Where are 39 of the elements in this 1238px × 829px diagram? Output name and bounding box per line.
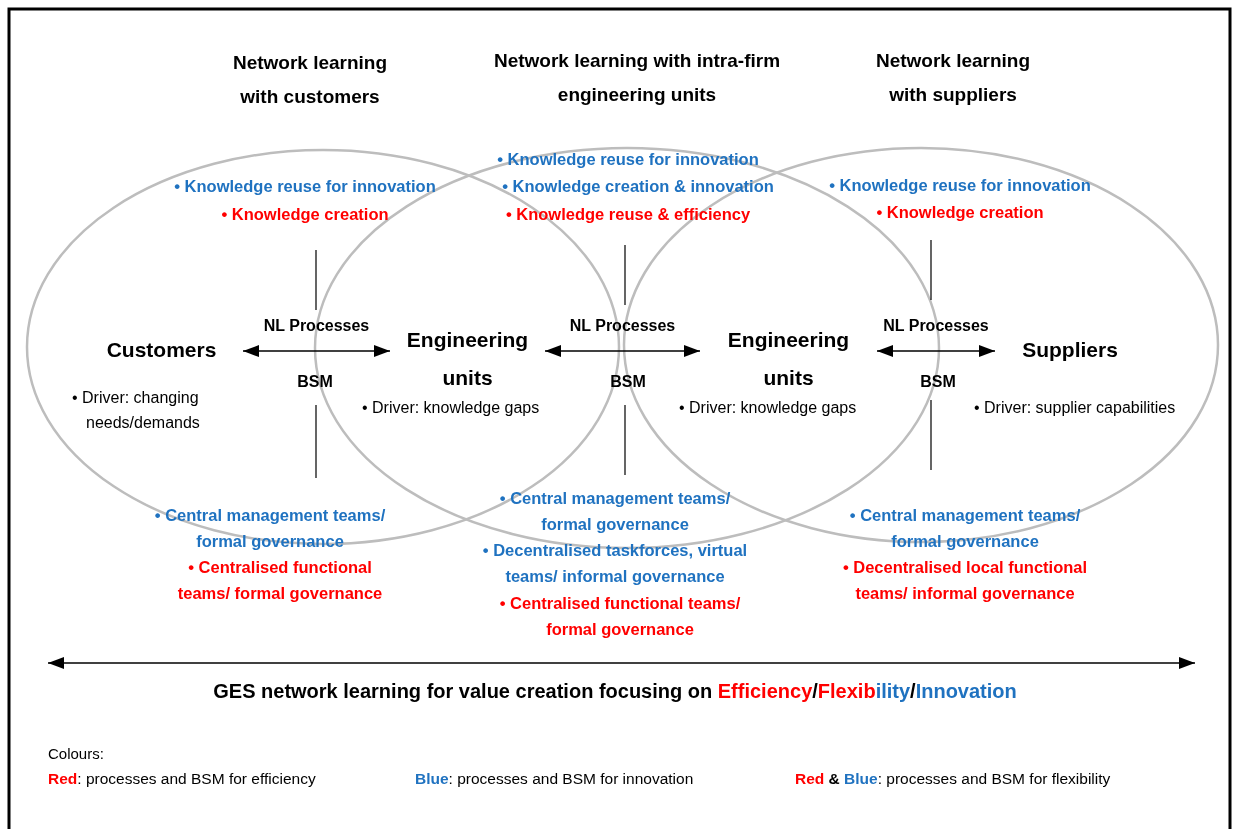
column-heading: Network learning with customers <box>231 51 389 109</box>
bullet-item: • Knowledge reuse & efficiency <box>504 204 752 225</box>
entity-heading: Engineering units <box>700 320 877 398</box>
legend-entry: Red & Blue: processes and BSM for flexibility <box>795 770 1111 788</box>
bullet-item: • Centralised functional teams/ formal governance <box>176 557 384 604</box>
bullet-item: • Knowledge reuse for innovation <box>173 176 437 197</box>
bullet-item: • Knowledge reuse for innovation <box>496 149 760 170</box>
bullet-item: • Centralised functional teams/ formal governance <box>498 593 742 640</box>
arrow-label: BSM <box>919 372 957 392</box>
bullet-item: • Central management teams/ formal governance <box>153 505 387 552</box>
entity-heading: Customers <box>80 330 243 370</box>
edge-label: NL Processes <box>882 317 990 335</box>
bullet-item: • Decentralised local functional teams/ informal governance <box>841 557 1089 604</box>
column-heading: Network learning with intra-firm engineering units <box>492 49 782 107</box>
double-arrow <box>242 345 391 357</box>
bullet-item: • Knowledge reuse for innovation <box>828 175 1092 196</box>
edge-label: NL Processes <box>262 317 371 335</box>
bullet-item: • Central management teams/ formal governance <box>498 488 732 535</box>
legend-entry: Red: processes and BSM for efficiency <box>48 770 316 788</box>
bullet-item: • Central management teams/ formal governance <box>848 505 1082 552</box>
bullet-item: • Knowledge creation & innovation <box>501 176 775 197</box>
double-arrow <box>544 345 701 357</box>
double-arrow <box>876 345 996 357</box>
bullet-item: • Knowledge creation <box>220 204 390 225</box>
driver-text: • Driver: knowledge gaps <box>679 398 858 418</box>
arrow-label: BSM <box>296 372 334 392</box>
arrow-label: BSM <box>609 372 647 392</box>
column-heading: Network learning with suppliers <box>874 49 1032 107</box>
driver-text: • Driver: supplier capabilities <box>974 398 1177 418</box>
legend-title: Colours: <box>48 744 105 764</box>
bullet-item: • Knowledge creation <box>875 202 1045 223</box>
entity-heading: Engineering units <box>390 320 545 398</box>
driver-text: • Driver: knowledge gaps <box>362 398 541 418</box>
bullet-item: • Decentralised taskforces, virtual teams/ informal governance <box>481 540 749 587</box>
entity-heading: Suppliers <box>995 330 1145 370</box>
edge-label: NL Processes <box>568 317 677 335</box>
legend-entry: Blue: processes and BSM for innovation <box>415 770 694 788</box>
summary-text: GES network learning for value creation focusing on Efficiency/Flexibility/Innovation <box>212 679 1018 704</box>
driver-text: • Driver: changing needs/demands <box>72 388 201 433</box>
